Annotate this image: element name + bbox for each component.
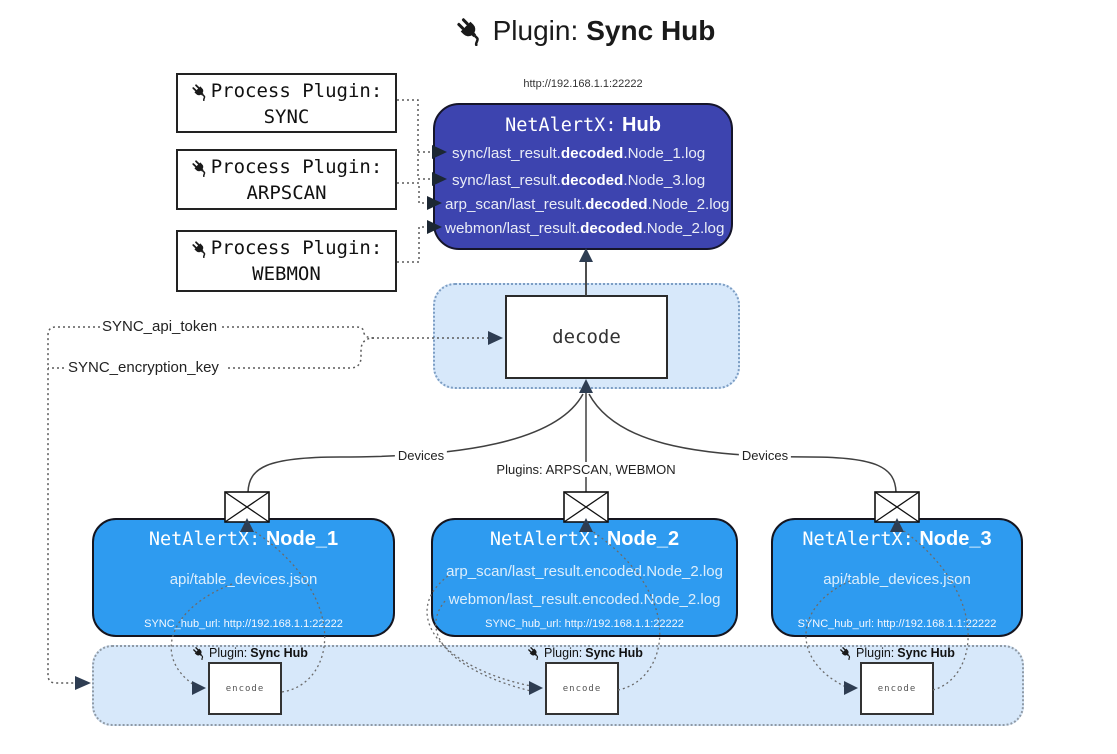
node1-box: NetAlertX: Node_1 api/table_devices.json… [92, 518, 395, 637]
plug-icon [527, 646, 542, 660]
node-title-name: Node_3 [919, 528, 992, 550]
page-title-name: Sync Hub [586, 15, 716, 46]
node1-title: NetAlertX: Node_1 [94, 528, 393, 551]
node-file: api/table_devices.json [823, 571, 971, 588]
band-plugin-label-1: Plugin: Sync Hub [192, 646, 308, 660]
page-title-label: Plugin: [492, 15, 579, 46]
page-title: Plugin: Sync Hub [415, 15, 755, 47]
node-hub-url: SYNC_hub_url: http://192.168.1.1:22222 [485, 618, 684, 630]
log-post: .Node_1.log [623, 145, 706, 162]
band-plugin-name: Sync Hub [250, 646, 308, 660]
node-title-prefix: NetAlertX: [802, 529, 914, 550]
log-pre: arp_scan/last_result. [445, 196, 586, 213]
process-plugin-webmon-row: Process Plugin: [178, 236, 395, 261]
hub-log-line: sync/last_result.decoded.Node_1.log [452, 145, 705, 162]
log-pre: webmon/last_result. [445, 220, 581, 237]
node-title-prefix: NetAlertX: [489, 529, 602, 550]
process-plugin-sync-row: Process Plugin: [178, 79, 395, 104]
node-file: arp_scan/last_result.encoded.Node_2.log [446, 563, 723, 580]
encode-box-2: encode [545, 662, 619, 715]
node2-title: NetAlertX: Node_2 [433, 528, 736, 551]
hub-box: NetAlertX: Hub sync/last_result.decoded.… [433, 103, 733, 250]
log-mid: decoded [560, 172, 624, 189]
process-plugin-arpscan-row: Process Plugin: [178, 155, 395, 180]
hub-log-line: webmon/last_result.decoded.Node_2.log [445, 220, 724, 237]
plug-icon [190, 158, 209, 177]
log-post: .Node_2.log [642, 220, 725, 237]
hub-title-prefix: NetAlertX: [505, 115, 617, 136]
log-mid: decoded [560, 145, 624, 162]
node2-box: NetAlertX: Node_2 arp_scan/last_result.e… [431, 518, 738, 637]
band-plugin-label-text: Plugin: [856, 646, 895, 660]
node3-box: NetAlertX: Node_3 api/table_devices.json… [771, 518, 1023, 637]
devices-label-left: Devices [394, 448, 448, 463]
plugins-label: Plugins: ARPSCAN, WEBMON [493, 462, 679, 477]
node-hub-url: SYNC_hub_url: http://192.168.1.1:22222 [144, 618, 343, 630]
plug-icon [839, 646, 854, 660]
log-post: .Node_3.log [623, 172, 706, 189]
plug-icon [454, 16, 485, 46]
node-title-prefix: NetAlertX: [148, 529, 261, 550]
edges-nodes-to-decode [247, 392, 897, 493]
process-plugin-label: Process Plugin: [210, 80, 383, 102]
band-plugin-name: Sync Hub [585, 646, 643, 660]
hub-title-name: Hub [622, 114, 661, 136]
encode-box-3: encode [860, 662, 934, 715]
decode-box: decode [505, 295, 668, 379]
node3-title: NetAlertX: Node_3 [773, 528, 1021, 551]
node-file: api/table_devices.json [169, 571, 318, 588]
log-post: .Node_2.log [647, 196, 730, 213]
process-plugin-name: ARPSCAN [246, 182, 327, 204]
node-title-name: Node_2 [606, 528, 680, 550]
arrow-into-hub [579, 248, 593, 262]
arrow-into-band [75, 676, 91, 690]
node-title-name: Node_1 [265, 528, 339, 550]
process-plugin-arpscan-box: Process Plugin: ARPSCAN [176, 149, 397, 210]
band-plugin-name: Sync Hub [897, 646, 955, 660]
plug-icon [192, 646, 207, 660]
log-mid: decoded [580, 220, 643, 237]
process-plugin-label: Process Plugin: [210, 156, 383, 178]
edges-plugins-to-hub [397, 99, 431, 263]
process-plugin-label: Process Plugin: [210, 237, 383, 259]
log-mid: decoded [585, 196, 648, 213]
plug-icon [190, 82, 209, 101]
process-plugin-name: WEBMON [252, 263, 321, 285]
band-plugin-label-text: Plugin: [544, 646, 583, 660]
band-plugin-label-3: Plugin: Sync Hub [839, 646, 955, 660]
sync-encryption-key-label: SYNC_encryption_key [66, 359, 221, 376]
band-plugin-label-text: Plugin: [209, 646, 248, 660]
process-plugin-name: SYNC [263, 106, 310, 128]
node-file: webmon/last_result.encoded.Node_2.log [448, 591, 721, 608]
hub-log-line: sync/last_result.decoded.Node_3.log [452, 172, 705, 189]
band-plugin-label-2: Plugin: Sync Hub [527, 646, 643, 660]
hub-title: NetAlertX: Hub [435, 114, 731, 137]
process-plugin-webmon-box: Process Plugin: WEBMON [176, 230, 397, 292]
devices-label-right: Devices [738, 448, 792, 463]
hub-url-label: http://192.168.1.1:22222 [523, 78, 643, 90]
encode-box-1: encode [208, 662, 282, 715]
log-pre: sync/last_result. [452, 172, 561, 189]
sync-api-token-label: SYNC_api_token [100, 318, 220, 335]
hub-log-line: arp_scan/last_result.decoded.Node_2.log [445, 196, 730, 213]
log-pre: sync/last_result. [452, 145, 561, 162]
node-hub-url: SYNC_hub_url: http://192.168.1.1:22222 [797, 618, 997, 630]
plug-icon [190, 239, 209, 258]
process-plugin-sync-box: Process Plugin: SYNC [176, 73, 397, 133]
